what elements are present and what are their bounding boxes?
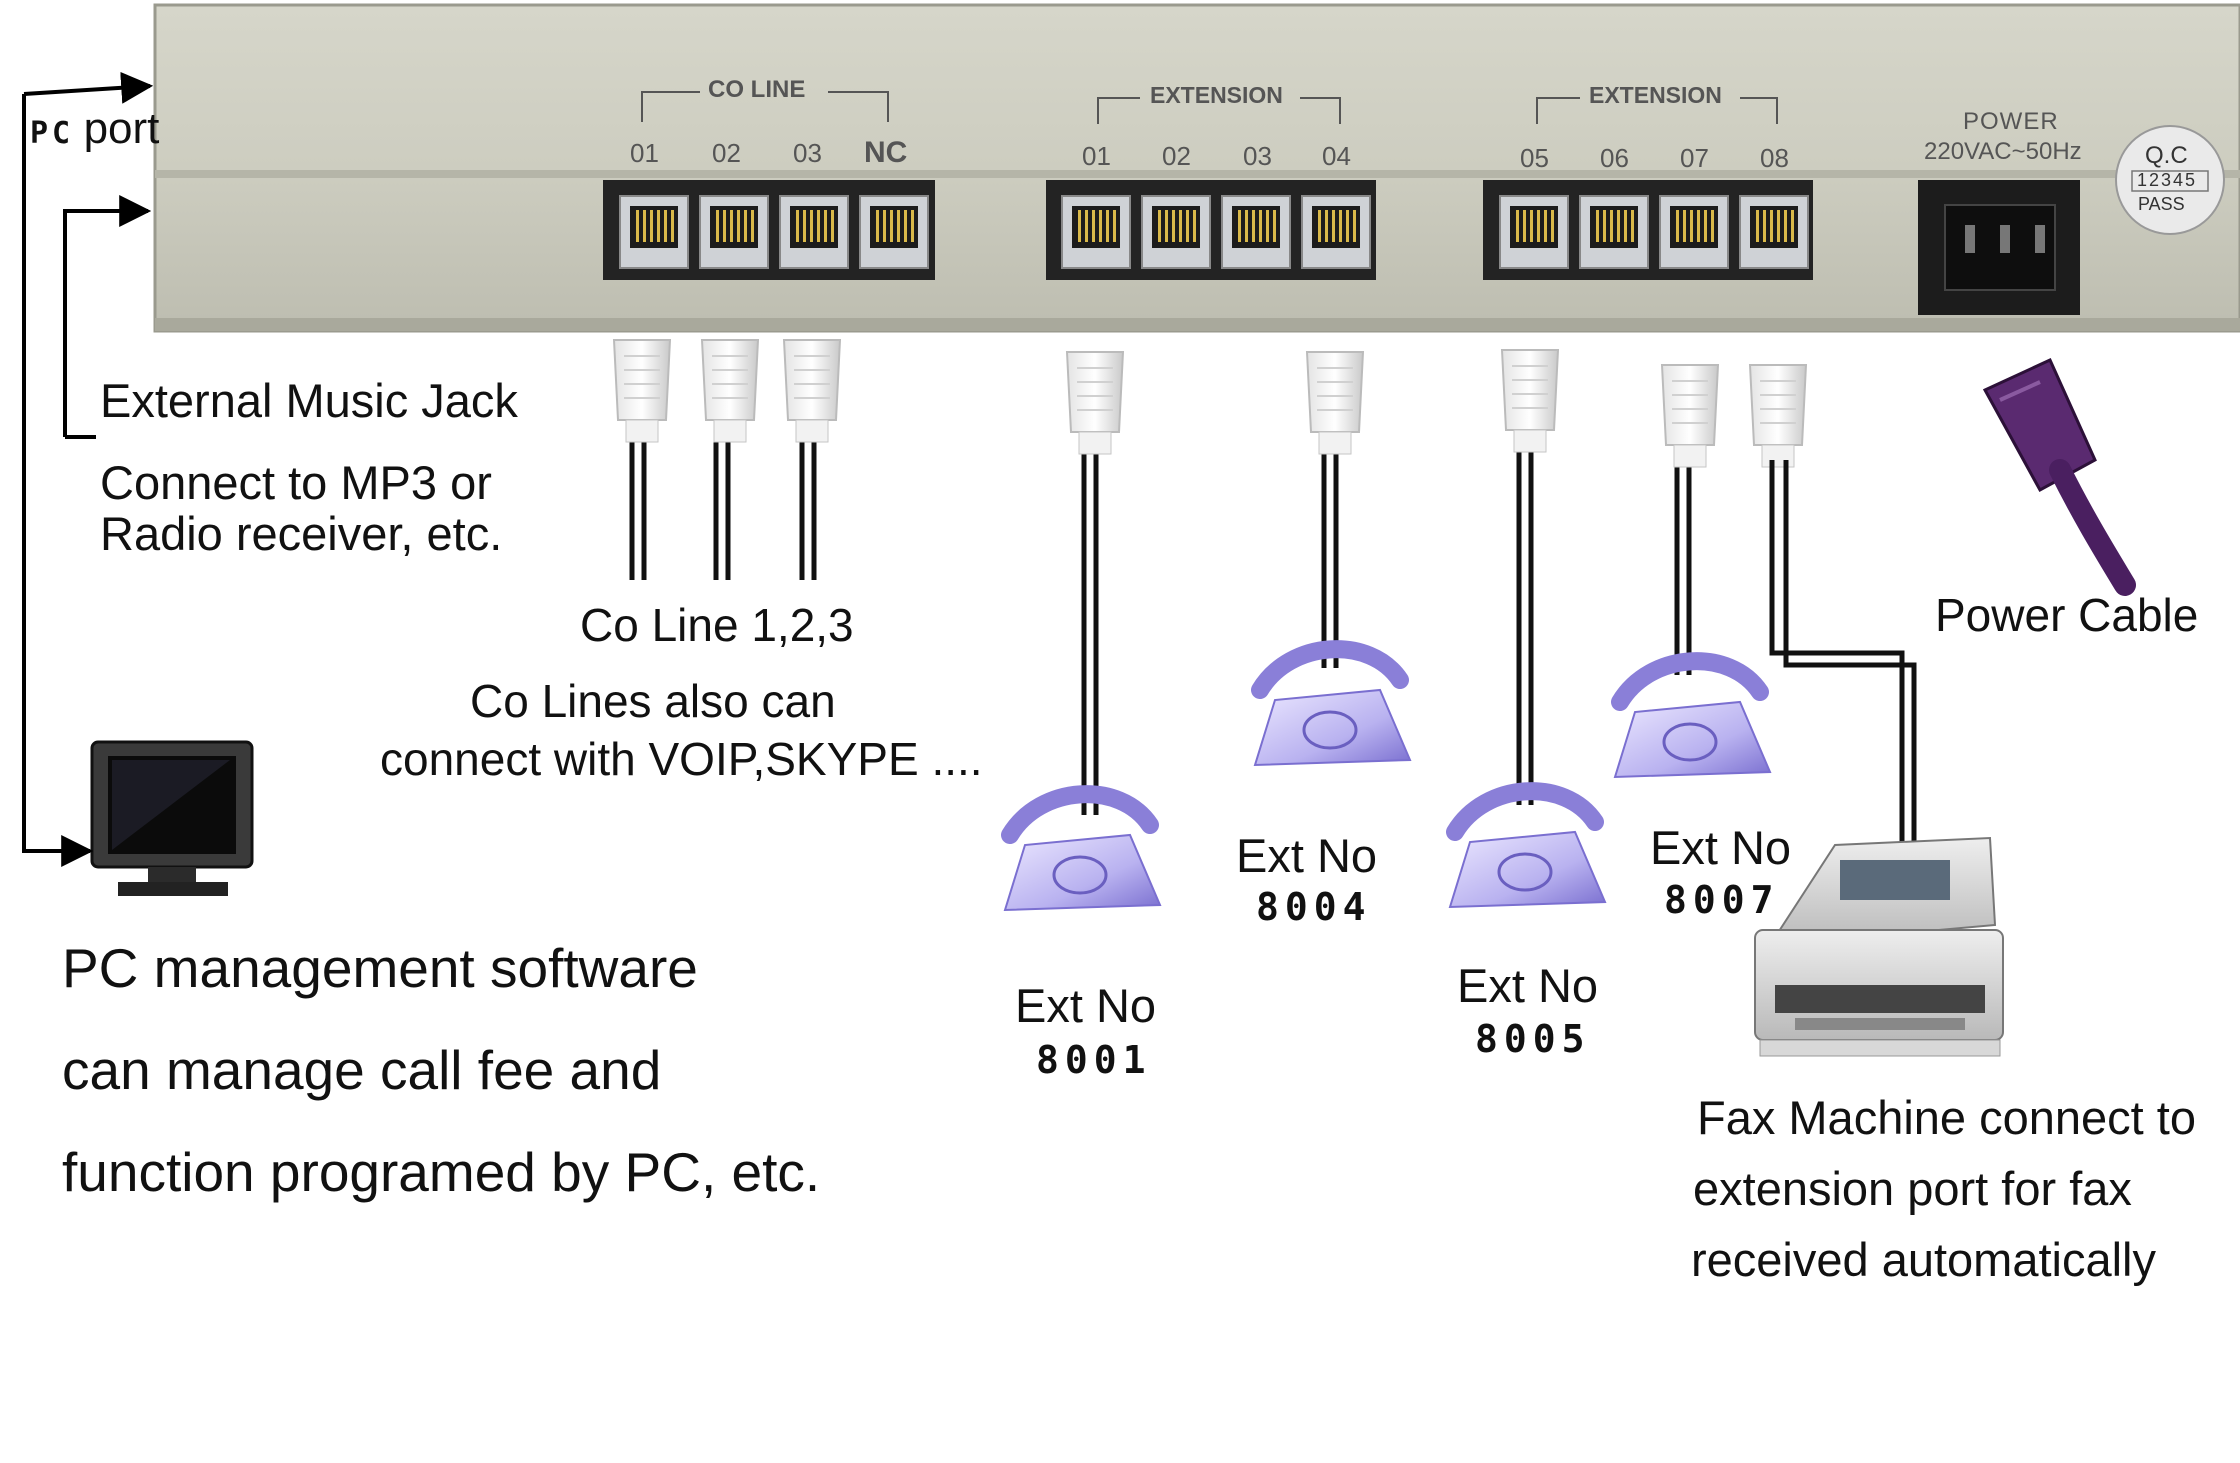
rj11-jack bbox=[1061, 195, 1131, 269]
music-jack-desc-line1: Connect to MP3 or bbox=[100, 456, 492, 509]
rj11-jack bbox=[699, 195, 769, 269]
phone-cable bbox=[799, 442, 817, 580]
phone-cable bbox=[1674, 440, 1692, 675]
power-label: POWER bbox=[1963, 108, 2059, 135]
fax-line3: received automatically bbox=[1691, 1233, 2156, 1286]
extension-bracket-2 bbox=[1536, 97, 1778, 124]
ext-label-8005: Ext No bbox=[1457, 959, 1599, 1012]
phone-cable bbox=[1321, 430, 1339, 668]
co-port-label: NC bbox=[864, 136, 908, 169]
rj11-jack bbox=[779, 195, 849, 269]
extension-group-title-2: EXTENSION bbox=[1589, 82, 1722, 108]
telephone-icon bbox=[1611, 652, 1772, 779]
rj11-plug bbox=[1065, 351, 1125, 455]
extension-group-title-1: EXTENSION bbox=[1150, 82, 1283, 108]
rj11-plug bbox=[700, 339, 760, 443]
power-cable-icon bbox=[1982, 358, 2136, 596]
rj11-jack bbox=[1221, 195, 1291, 269]
qc-digits: 12345 bbox=[2137, 170, 2198, 190]
phone-cable bbox=[1516, 430, 1534, 805]
power-socket bbox=[1918, 180, 2080, 315]
pc-port-prefix: PC bbox=[30, 116, 75, 151]
pc-software-line3: function programed by PC, etc. bbox=[62, 1141, 821, 1203]
phone-cables bbox=[629, 430, 1692, 815]
rj11-plug bbox=[1500, 349, 1560, 453]
pc-software-line1: PC management software bbox=[62, 937, 698, 999]
ext-port-label: 07 bbox=[1680, 143, 1709, 173]
ext-port-label: 08 bbox=[1760, 143, 1789, 173]
co-line-group-title: CO LINE bbox=[708, 76, 806, 103]
co-port-label: 02 bbox=[712, 138, 741, 168]
extension-phones bbox=[1001, 640, 1772, 912]
rj11-jack bbox=[1301, 195, 1371, 269]
pc-monitor-icon bbox=[90, 740, 254, 896]
pc-port-label: PC port bbox=[30, 104, 159, 154]
power-spec: 220VAC~50Hz bbox=[1924, 138, 2082, 165]
ext-label-8004: Ext No bbox=[1236, 829, 1378, 882]
ext-label-8001: Ext No bbox=[1015, 979, 1157, 1032]
qc-title: Q.C bbox=[2145, 142, 2188, 169]
fax-cable bbox=[1769, 460, 1917, 845]
co-port-label: 03 bbox=[793, 138, 822, 168]
rj11-plug bbox=[612, 339, 672, 443]
pc-port-suffix: port bbox=[83, 104, 160, 153]
rj11-jack bbox=[1141, 195, 1211, 269]
qc-pass: PASS bbox=[2138, 194, 2185, 214]
rj11-jack bbox=[1659, 195, 1729, 269]
ext-port-label: 04 bbox=[1322, 141, 1351, 171]
rj11-jacks bbox=[619, 195, 1809, 269]
co-port-label: 01 bbox=[630, 138, 659, 168]
phone-cable bbox=[629, 442, 647, 580]
ext-port-label: 05 bbox=[1520, 143, 1549, 173]
ext-number-8005: 8005 bbox=[1475, 1017, 1591, 1061]
rj11-plug bbox=[782, 339, 842, 443]
telephone-icon bbox=[1001, 785, 1162, 912]
fax-line1: Fax Machine connect to bbox=[1697, 1091, 2196, 1144]
phone-cable bbox=[1081, 430, 1099, 815]
ext-label-8007: Ext No bbox=[1650, 821, 1792, 874]
power-cable-label: Power Cable bbox=[1935, 589, 2199, 641]
co-also-line1: Co Lines also can bbox=[470, 675, 836, 727]
rj11-jack bbox=[1579, 195, 1649, 269]
rj11-plug bbox=[1748, 364, 1808, 468]
co-line-bracket bbox=[641, 91, 889, 122]
rj11-jack bbox=[859, 195, 929, 269]
ext-port-label: 01 bbox=[1082, 141, 1111, 171]
co-line-label: Co Line 1,2,3 bbox=[580, 599, 854, 651]
pc-port-arrows bbox=[22, 71, 154, 867]
music-jack-label: External Music Jack bbox=[100, 374, 518, 427]
fax-line2: extension port for fax bbox=[1693, 1162, 2132, 1215]
pc-software-line2: can manage call fee and bbox=[62, 1039, 662, 1101]
fax-machine-icon bbox=[1754, 836, 2004, 1057]
telephone-icon bbox=[1446, 782, 1607, 909]
ext-number-8007: 8007 bbox=[1664, 878, 1780, 922]
qc-sticker bbox=[2115, 125, 2225, 235]
ext-port-label: 06 bbox=[1600, 143, 1629, 173]
rj11-plug bbox=[1305, 351, 1365, 455]
rj11-jack bbox=[1739, 195, 1809, 269]
co-also-line2: connect with VOIP,SKYPE .... bbox=[380, 733, 983, 785]
telephone-icon bbox=[1251, 640, 1412, 767]
ext-number-8004: 8004 bbox=[1256, 885, 1372, 929]
rj11-plugs bbox=[612, 339, 1808, 468]
ext-number-8001: 8001 bbox=[1036, 1038, 1152, 1082]
extension-bracket-1 bbox=[1097, 97, 1341, 124]
rj11-plug bbox=[1660, 364, 1720, 468]
rj11-jack bbox=[619, 195, 689, 269]
music-jack-desc-line2: Radio receiver, etc. bbox=[100, 507, 503, 560]
rj11-jack bbox=[1499, 195, 1569, 269]
ext-port-label: 02 bbox=[1162, 141, 1191, 171]
phone-cable bbox=[713, 442, 731, 580]
ext-port-label: 03 bbox=[1243, 141, 1272, 171]
